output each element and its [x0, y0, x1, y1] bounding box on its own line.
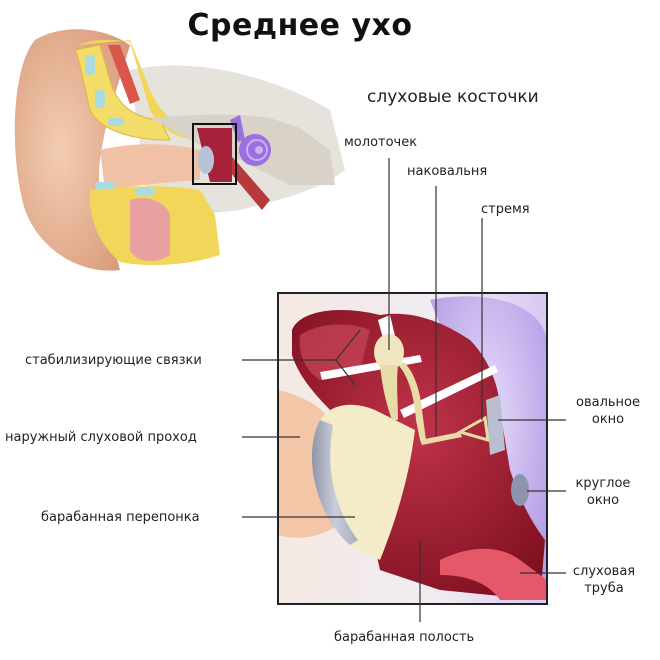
label-round-window: круглое окно	[568, 475, 638, 509]
subtitle-ossicles: слуховые косточки	[367, 87, 539, 107]
round-window-shape	[511, 474, 529, 506]
label-incus: наковальня	[407, 164, 488, 179]
label-oval-window-line2: окно	[591, 412, 625, 427]
label-stapes: стремя	[481, 202, 530, 217]
label-round-window-line2: окно	[586, 493, 620, 508]
label-eustachian-line1: слуховая	[572, 564, 636, 579]
label-eustachian-line2: труба	[584, 581, 624, 596]
label-oval-window-line1: овальное	[575, 395, 640, 410]
eardrum-shape	[311, 404, 415, 560]
oval-window-shape	[486, 395, 505, 455]
leader-lines	[242, 158, 566, 622]
incus-shape	[398, 362, 426, 440]
zoom-region-box	[192, 123, 237, 185]
ear-overview-inset	[14, 29, 345, 271]
page-title: Среднее ухо	[187, 8, 413, 43]
label-stabilizing-ligaments: стабилизирующие связки	[25, 353, 202, 368]
label-eustachian-tube: слуховая труба	[566, 563, 642, 597]
zoomed-middle-ear-panel	[277, 292, 548, 605]
label-ear-canal: наружный слуховой проход	[5, 430, 197, 445]
label-round-window-line1: круглое	[575, 476, 631, 491]
label-oval-window: овальное окно	[568, 394, 648, 428]
label-tympanic-cavity: барабанная полость	[334, 630, 475, 645]
malleus-shape	[374, 334, 404, 420]
label-eardrum: барабанная перепонка	[41, 510, 200, 525]
label-malleus: молоточек	[344, 135, 418, 150]
cochlea-shape	[230, 115, 271, 166]
stapes-shape	[420, 415, 490, 445]
